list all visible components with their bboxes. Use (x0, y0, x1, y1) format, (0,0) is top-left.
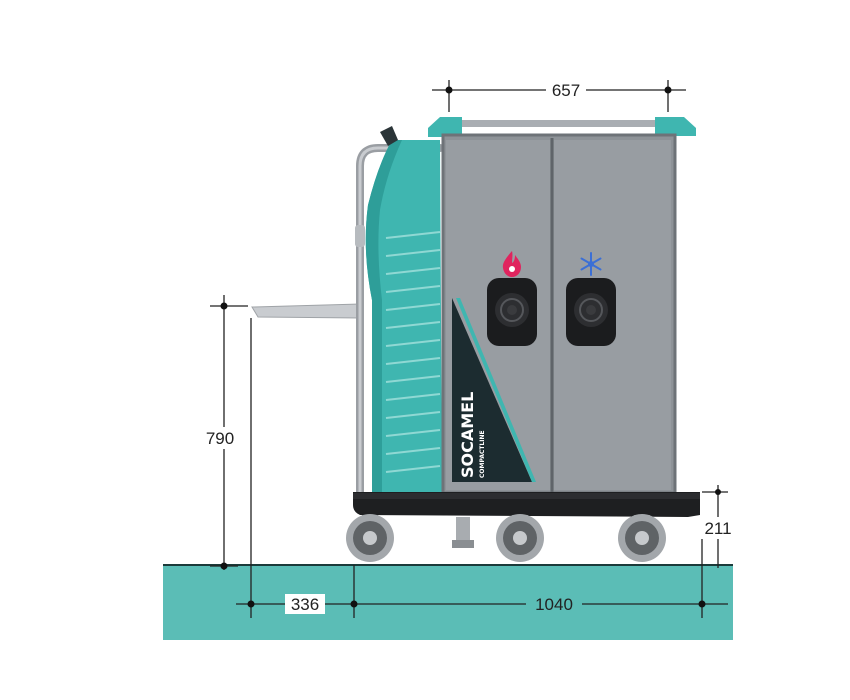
right-door-handle[interactable] (566, 278, 616, 346)
wheel-middle (496, 514, 544, 562)
top-lever (380, 126, 398, 146)
side-module-ribs (385, 231, 441, 473)
dim-label-top-width: 657 (552, 81, 580, 100)
floor (163, 565, 733, 640)
brand-panel (452, 298, 532, 482)
top-bumper-right (655, 117, 696, 136)
dim-label-base-height: 211 (704, 519, 731, 538)
handle-grip (355, 225, 365, 247)
base-bumper (353, 493, 700, 499)
snowflake-icon (580, 252, 602, 276)
top-rail (452, 120, 662, 127)
dim-label-handle-offset: 336 (291, 595, 319, 614)
dim-label-handle-height: 790 (206, 429, 234, 448)
brand-logo: SOCAMEL (458, 392, 477, 478)
teal-side-module (365, 140, 442, 492)
flame-icon (502, 251, 521, 277)
left-door-handle[interactable] (487, 278, 537, 346)
brake-pedal (456, 517, 470, 547)
wheel-front (618, 514, 666, 562)
dim-label-base-length: 1040 (535, 595, 573, 614)
brand-model: COMPACTLINE (479, 430, 486, 478)
top-bumper-left (428, 117, 462, 137)
wheel-rear (346, 514, 394, 562)
side-tray (251, 303, 361, 319)
